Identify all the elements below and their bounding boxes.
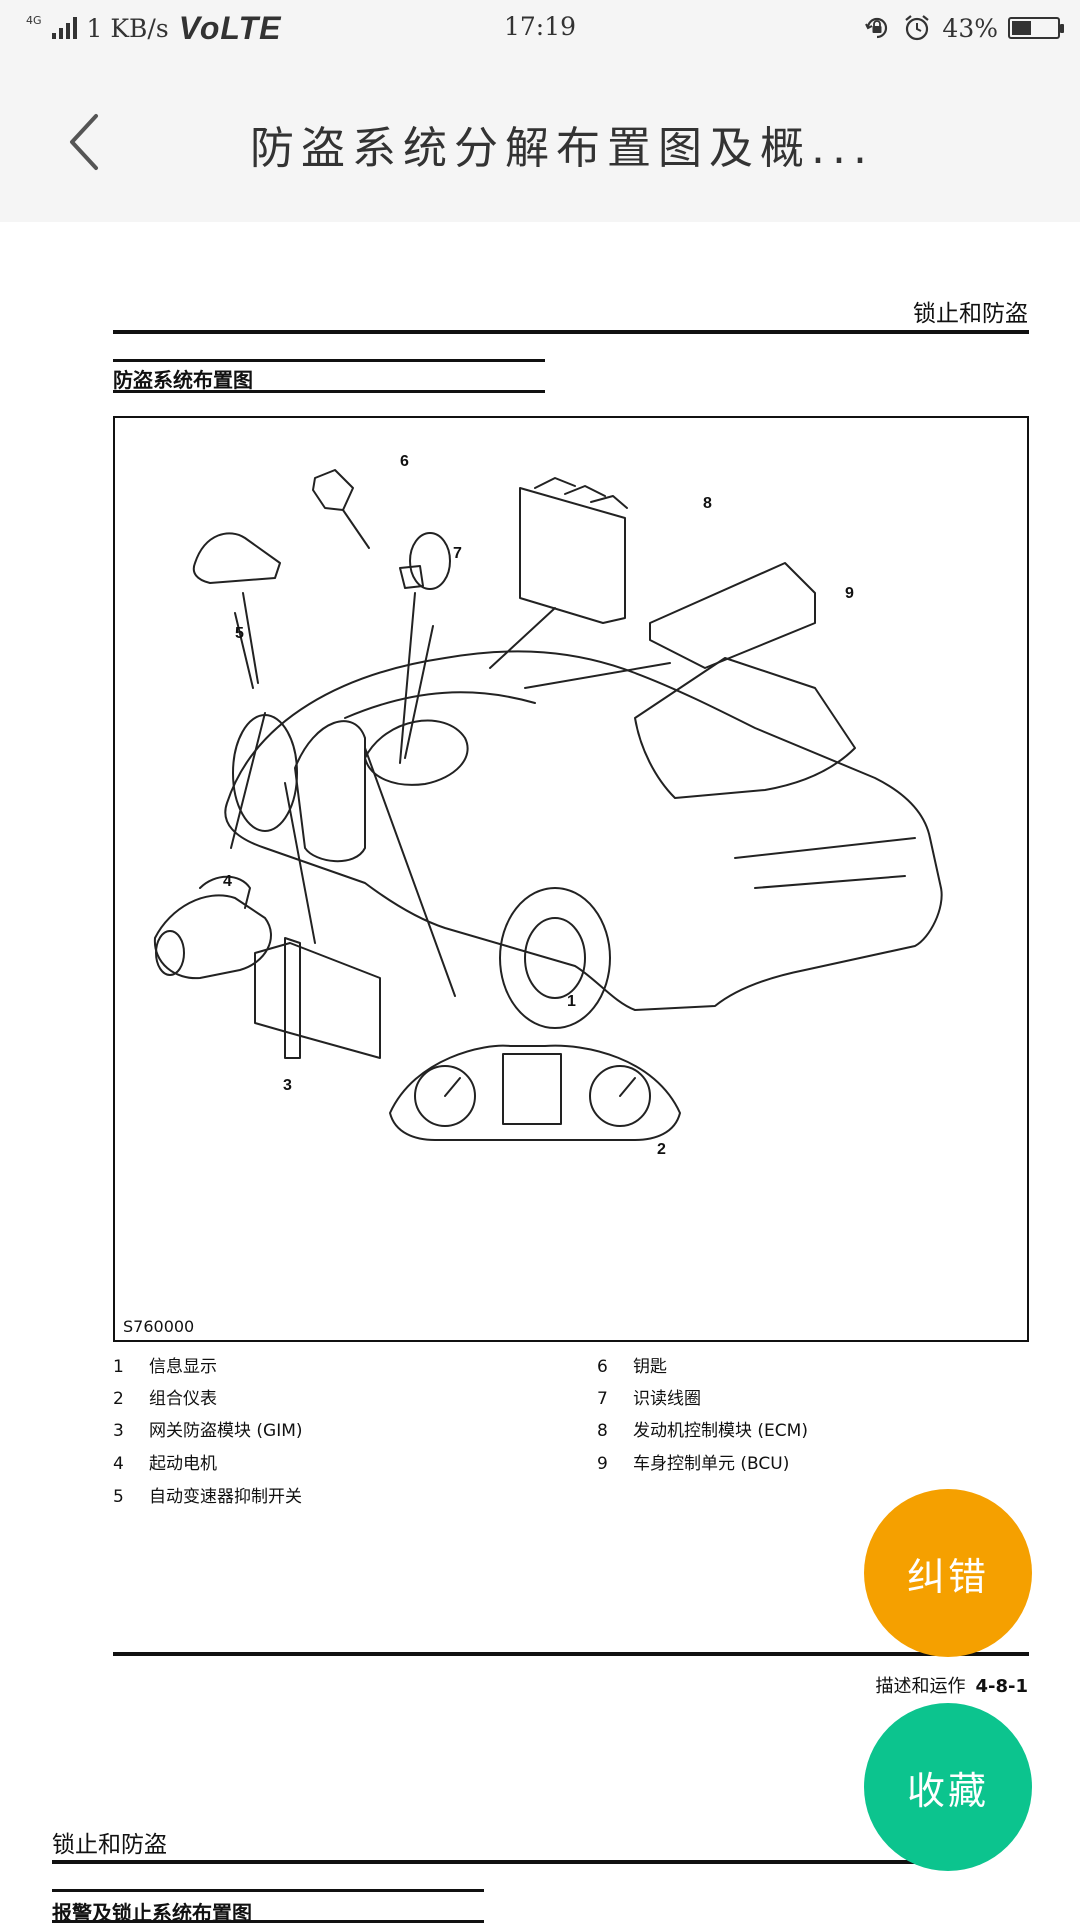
layout-diagram: 1 2 3 4 5 6 7 8 9 S760000 — [113, 416, 1029, 1342]
back-button[interactable] — [58, 106, 118, 176]
document-page: 锁止和防盗 防盗系统布置图 — [0, 222, 1080, 1925]
page-title: 防盗系统分解布置图及概... — [250, 123, 874, 174]
key-blade — [342, 509, 370, 549]
reader-coil — [409, 532, 451, 590]
starter-motor — [153, 894, 272, 980]
reader-coil-tab — [399, 565, 424, 589]
next-subheading-rule-top — [52, 1889, 484, 1892]
status-right: 43% — [862, 10, 1064, 46]
app-header: 防盗系统分解布置图及概... — [0, 56, 1080, 223]
callout-7: 7 — [453, 545, 462, 562]
dial-needles — [444, 1077, 636, 1097]
instrument-cluster — [389, 1044, 681, 1141]
alarm-icon — [905, 15, 930, 41]
section-rule — [113, 330, 1029, 334]
anti-theft-diagram: 1 2 3 4 5 6 7 8 9 — [153, 453, 943, 1158]
callout-5: 5 — [235, 625, 244, 642]
leader-4 — [230, 712, 266, 849]
subheading-rule-bottom — [113, 390, 545, 393]
trunk-line — [734, 837, 916, 889]
inhibitor-switch — [192, 532, 281, 584]
ecm-connectors — [534, 477, 628, 509]
callout-6: 6 — [400, 453, 409, 470]
section-title: 锁止和防盗 — [913, 301, 1028, 327]
leader-5 — [234, 592, 259, 689]
favorite-button[interactable]: 收藏 — [864, 1703, 1032, 1871]
callout-4: 4 — [223, 873, 232, 890]
chevron-left-icon — [70, 114, 98, 170]
page-number: 4-8-1 — [975, 1676, 1028, 1697]
leader-9 — [524, 662, 671, 689]
favorite-label: 收藏 — [906, 1768, 989, 1813]
footer-rule — [113, 1652, 1029, 1656]
subheading: 防盗系统布置图 — [113, 368, 253, 392]
battery-percent: 43% — [942, 13, 998, 43]
callout-9: 9 — [845, 585, 854, 602]
info-display — [502, 1053, 562, 1125]
callout-2: 2 — [657, 1141, 666, 1158]
leader-3 — [284, 782, 316, 944]
network-speed: 1 KB/s — [86, 13, 169, 43]
car-body — [224, 650, 943, 1011]
network-type: 4G — [26, 13, 42, 27]
next-subheading-rule-bottom — [52, 1920, 484, 1923]
footer-text: 描述和运作 — [875, 1676, 966, 1697]
gim-bracket — [284, 937, 301, 1059]
rear-wheel-hub — [524, 917, 586, 999]
correct-error-label: 纠错 — [906, 1554, 989, 1599]
rotation-lock-icon — [865, 17, 888, 39]
next-section-title: 锁止和防盗 — [52, 1832, 167, 1858]
solenoid — [199, 875, 251, 909]
speedometer-dial — [414, 1065, 476, 1127]
car-seat — [294, 720, 366, 863]
next-section-rule — [52, 1860, 916, 1864]
key-head — [312, 469, 354, 511]
battery-level — [1012, 21, 1031, 35]
rear-wheel — [499, 887, 611, 1029]
battery-icon — [1008, 17, 1064, 39]
figure-code: S760000 — [123, 1317, 195, 1336]
leader-8 — [489, 607, 556, 669]
correct-error-button[interactable]: 纠错 — [864, 1489, 1032, 1657]
ecm-module — [519, 487, 626, 624]
leader-7 — [399, 592, 434, 764]
tachometer-dial — [589, 1065, 651, 1127]
callout-8: 8 — [703, 495, 712, 512]
callout-3: 3 — [283, 1077, 292, 1094]
clock: 17:19 — [503, 12, 577, 41]
starter-pinion — [155, 930, 185, 976]
car-window — [634, 657, 856, 799]
gim-module — [254, 942, 381, 1059]
subheading-rule-top — [113, 359, 545, 362]
status-bar: 4G 1 KB/s VoLTE 17:19 43% — [0, 0, 1080, 56]
status-left: 4G 1 KB/s VoLTE — [26, 10, 281, 46]
signal-icon — [51, 17, 77, 39]
volte-indicator: VoLTE — [178, 9, 282, 46]
leader-1 — [364, 747, 456, 997]
front-wheel — [232, 714, 298, 832]
steering-wheel — [364, 719, 469, 786]
windscreen-line — [344, 691, 536, 719]
page-footer: 描述和运作 4-8-1 — [875, 1672, 1028, 1698]
callout-1: 1 — [567, 993, 576, 1010]
bcu-module — [649, 562, 816, 669]
